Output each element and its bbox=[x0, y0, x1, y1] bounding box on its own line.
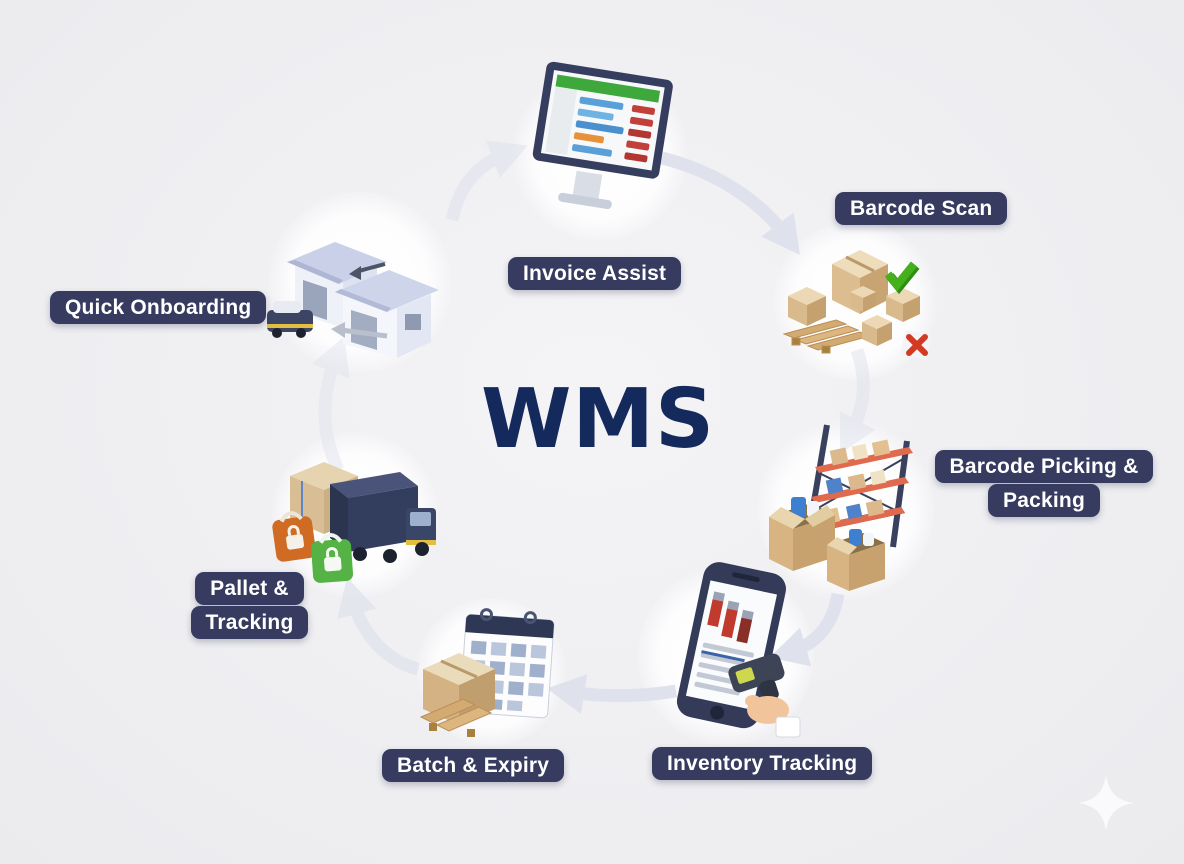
checkmark-icon bbox=[884, 261, 920, 295]
pallet bbox=[782, 319, 872, 354]
label-barcode-scan: Barcode Scan bbox=[835, 192, 1008, 226]
arrow-onboarding-to-invoice bbox=[445, 140, 528, 222]
cross-icon bbox=[900, 330, 932, 360]
arrow-picking-to-inventory bbox=[769, 592, 845, 667]
open-box-right bbox=[827, 529, 885, 591]
lock-icon bbox=[286, 525, 305, 550]
label-batch-expiry: Batch & Expiry bbox=[382, 749, 565, 783]
arrow-batch-to-pallet bbox=[337, 577, 420, 676]
transfer-arrow bbox=[349, 262, 386, 280]
arrow-pallet-to-onboarding bbox=[312, 336, 350, 473]
desktop-monitor-illustration bbox=[532, 61, 673, 210]
monitor-stand bbox=[572, 170, 603, 203]
boxes-check-cross-illustration bbox=[782, 250, 932, 360]
truck-bags-illustration bbox=[272, 462, 436, 583]
green-bag bbox=[311, 533, 354, 583]
calendar-box-illustration bbox=[419, 608, 555, 737]
warehouse-right bbox=[335, 270, 439, 358]
diagram-title: WMS bbox=[480, 372, 716, 467]
label-inventory-tracking: Inventory Tracking bbox=[652, 747, 873, 781]
box-on-pallet bbox=[419, 653, 495, 737]
truck bbox=[330, 472, 436, 563]
small-box-front bbox=[862, 315, 892, 346]
inbound-arrow bbox=[331, 322, 388, 339]
phone-scanner-illustration bbox=[676, 562, 801, 738]
label-quick-onboarding: Quick Onboarding bbox=[50, 291, 267, 325]
sparkle-icon bbox=[1078, 775, 1134, 831]
storage-rack-illustration bbox=[769, 424, 913, 591]
open-box-left bbox=[769, 497, 835, 571]
label-pallet-tracking: Pallet & Tracking bbox=[182, 572, 317, 640]
arrow-scan-to-picking bbox=[839, 347, 876, 454]
small-box-left bbox=[788, 287, 826, 326]
arrow-invoice-to-scan bbox=[660, 151, 800, 255]
lock-icon bbox=[324, 547, 342, 572]
hand bbox=[745, 695, 801, 738]
orange-bag bbox=[272, 511, 316, 562]
small-box-right bbox=[886, 288, 920, 322]
delivery-van bbox=[267, 301, 313, 338]
spreadsheet-header bbox=[555, 74, 661, 103]
small-box-center bbox=[850, 286, 876, 312]
label-invoice-assist: Invoice Assist bbox=[508, 257, 682, 291]
smartphone bbox=[676, 562, 786, 729]
warehouses-illustration bbox=[267, 242, 439, 358]
label-barcode-picking-packing: Barcode Picking & Packing bbox=[928, 450, 1160, 518]
arrow-inventory-to-batch bbox=[546, 674, 678, 715]
